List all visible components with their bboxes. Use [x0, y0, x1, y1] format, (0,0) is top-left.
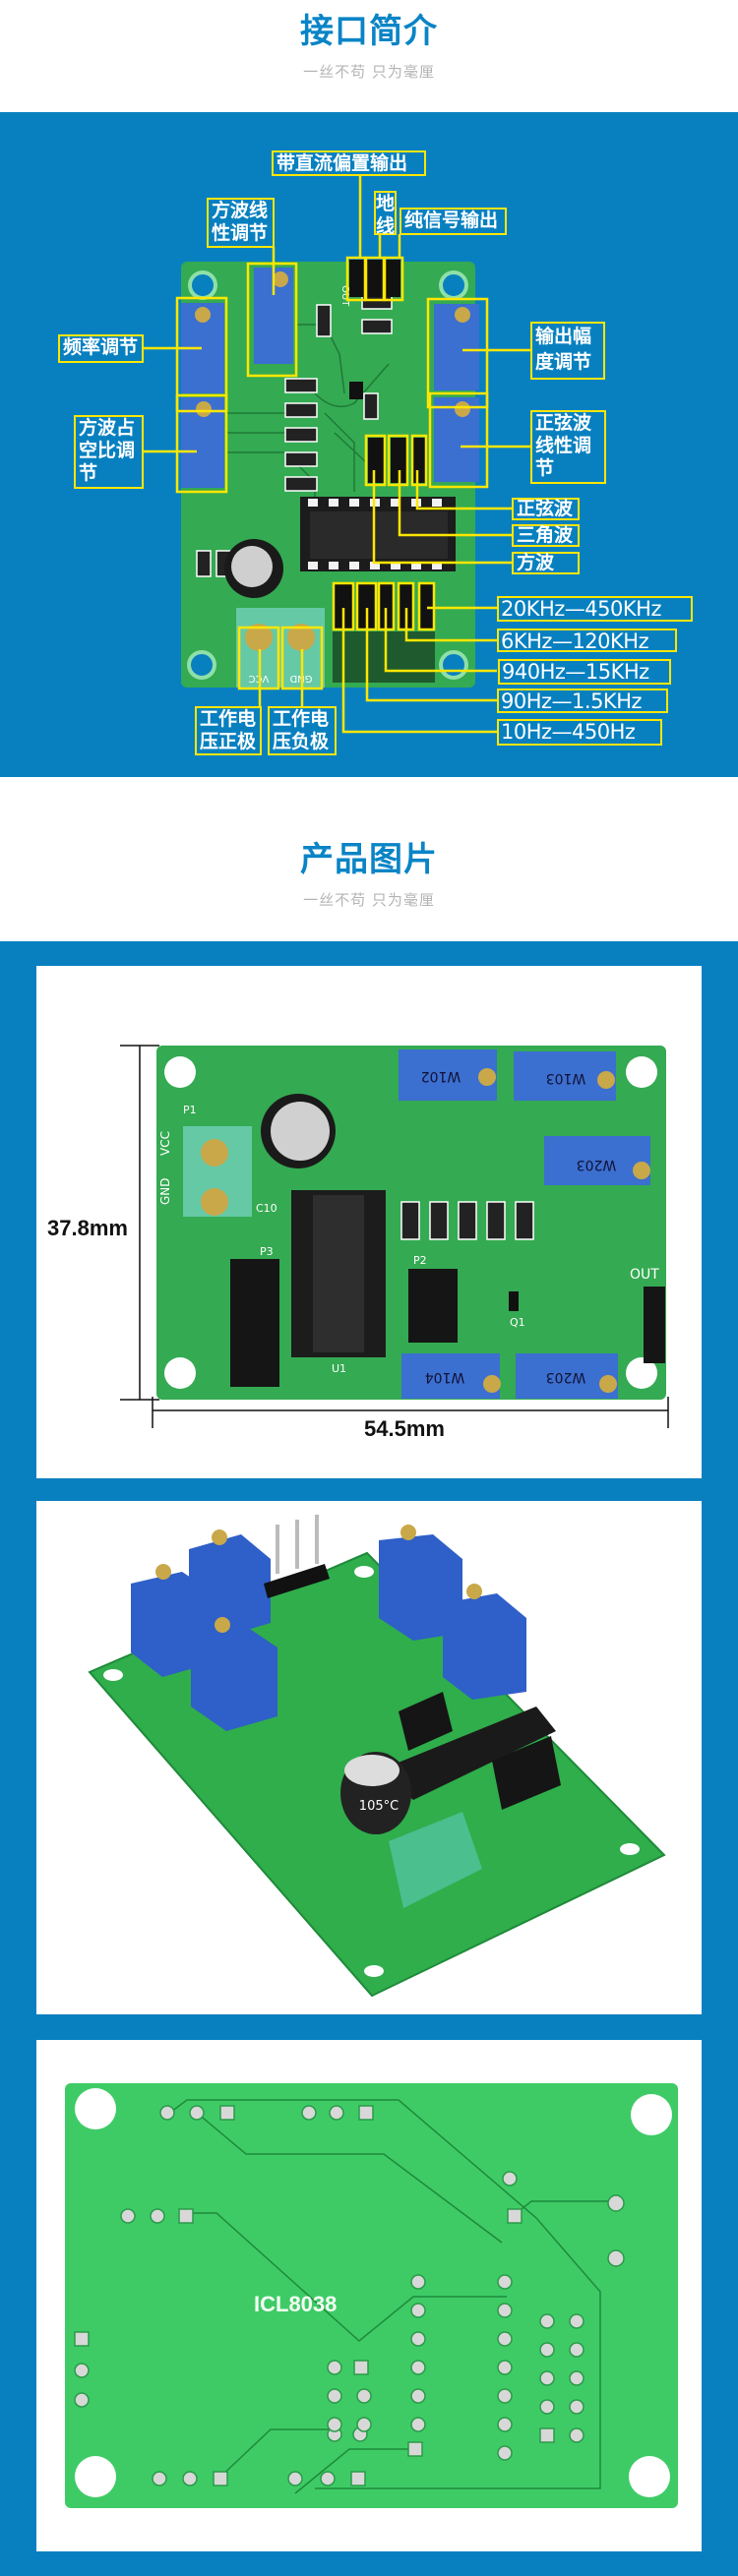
silk-p1: P1	[183, 1104, 197, 1116]
silk-gnd: GND	[158, 1177, 172, 1205]
jumper-header-p3	[335, 584, 433, 629]
section-title-product-photos: 产品图片	[300, 840, 438, 879]
interface-board-diagram: VCC GND OUT	[143, 175, 530, 734]
silk-out: OUT	[630, 1267, 659, 1283]
smd-resistor-row	[400, 1201, 534, 1240]
output-header	[349, 260, 400, 297]
callout-vcc-negative: 工作电 压负极	[268, 706, 337, 755]
board-angled-view: 105°C	[88, 1515, 666, 1998]
callout-square-linearity: 方波线 性调节	[207, 198, 275, 248]
board-top-view: W102 W103 W203 W104 W203 VCC GND P1 C10 …	[120, 1045, 669, 1428]
silk-out: OUT	[339, 285, 350, 307]
bottom-silk-chip-name: ICL8038	[254, 2292, 337, 2316]
dimension-height-label: 37.8mm	[47, 1216, 128, 1240]
silk-vcc: VCC	[158, 1131, 172, 1156]
callout-square-wave: 方波	[512, 552, 580, 574]
silk-p2: P2	[413, 1254, 427, 1267]
potentiometer-amplitude	[434, 304, 479, 390]
silk-c10: C10	[256, 1202, 277, 1215]
callout-lines	[143, 175, 530, 734]
potentiometer-sine-linearity	[434, 397, 479, 482]
callout-ground: 地 线	[374, 191, 397, 237]
silk-pot-c: W203	[577, 1157, 617, 1172]
potentiometer-duty-cycle	[181, 397, 224, 488]
section-subtitle: 一丝不苟 只为毫厘	[303, 63, 435, 81]
dimension-width-label: 54.5mm	[364, 1416, 445, 1441]
silk-pot-e: W203	[546, 1369, 586, 1385]
silk-capacitor-rating: 105°C	[359, 1799, 399, 1814]
callout-vcc-positive: 工作电 压正极	[195, 706, 262, 755]
electrolytic-capacitor: 105°C	[340, 1752, 411, 1834]
callout-triangle-wave: 三角波	[512, 524, 580, 547]
section-subtitle: 一丝不苟 只为毫厘	[303, 891, 435, 909]
board-bottom-view: ICL8038	[65, 2083, 678, 2508]
silk-q1: Q1	[510, 1316, 525, 1329]
callout-amplitude-adjust: 输出幅 度调节	[530, 322, 605, 380]
silk-pot-d: W104	[425, 1369, 465, 1385]
callout-duty-cycle-adjust: 方波占 空比调 节	[74, 415, 144, 489]
silk-u1: U1	[332, 1362, 346, 1375]
callout-range-1: 20KHz—450KHz	[497, 596, 693, 622]
callout-range-3: 940Hz—15KHz	[498, 659, 671, 685]
smd-resistors	[196, 294, 393, 577]
callout-range-4: 90Hz—1.5KHz	[497, 689, 668, 713]
callout-dc-bias-output: 带直流偏置输出	[272, 150, 426, 176]
electrolytic-capacitor	[224, 539, 283, 598]
transistor-q1	[349, 382, 363, 399]
silk-pot-b: W103	[546, 1070, 586, 1086]
jumper-header-p7	[368, 438, 425, 483]
callout-sine-wave: 正弦波	[512, 498, 580, 520]
callout-frequency-adjust: 频率调节	[58, 334, 144, 363]
silk-p3: P3	[260, 1245, 274, 1258]
callout-sine-linearity: 正弦波 线性调 节	[530, 410, 606, 484]
callout-range-2: 6KHz—120KHz	[497, 629, 677, 652]
callout-pure-signal-output: 纯信号输出	[400, 208, 507, 235]
callout-range-5: 10Hz—450Hz	[497, 719, 662, 746]
terminal-block-p1	[236, 608, 325, 688]
silk-pot-a: W102	[421, 1068, 461, 1084]
dimension-lines	[120, 1045, 669, 1428]
section-title-interface: 接口简介	[300, 12, 438, 51]
